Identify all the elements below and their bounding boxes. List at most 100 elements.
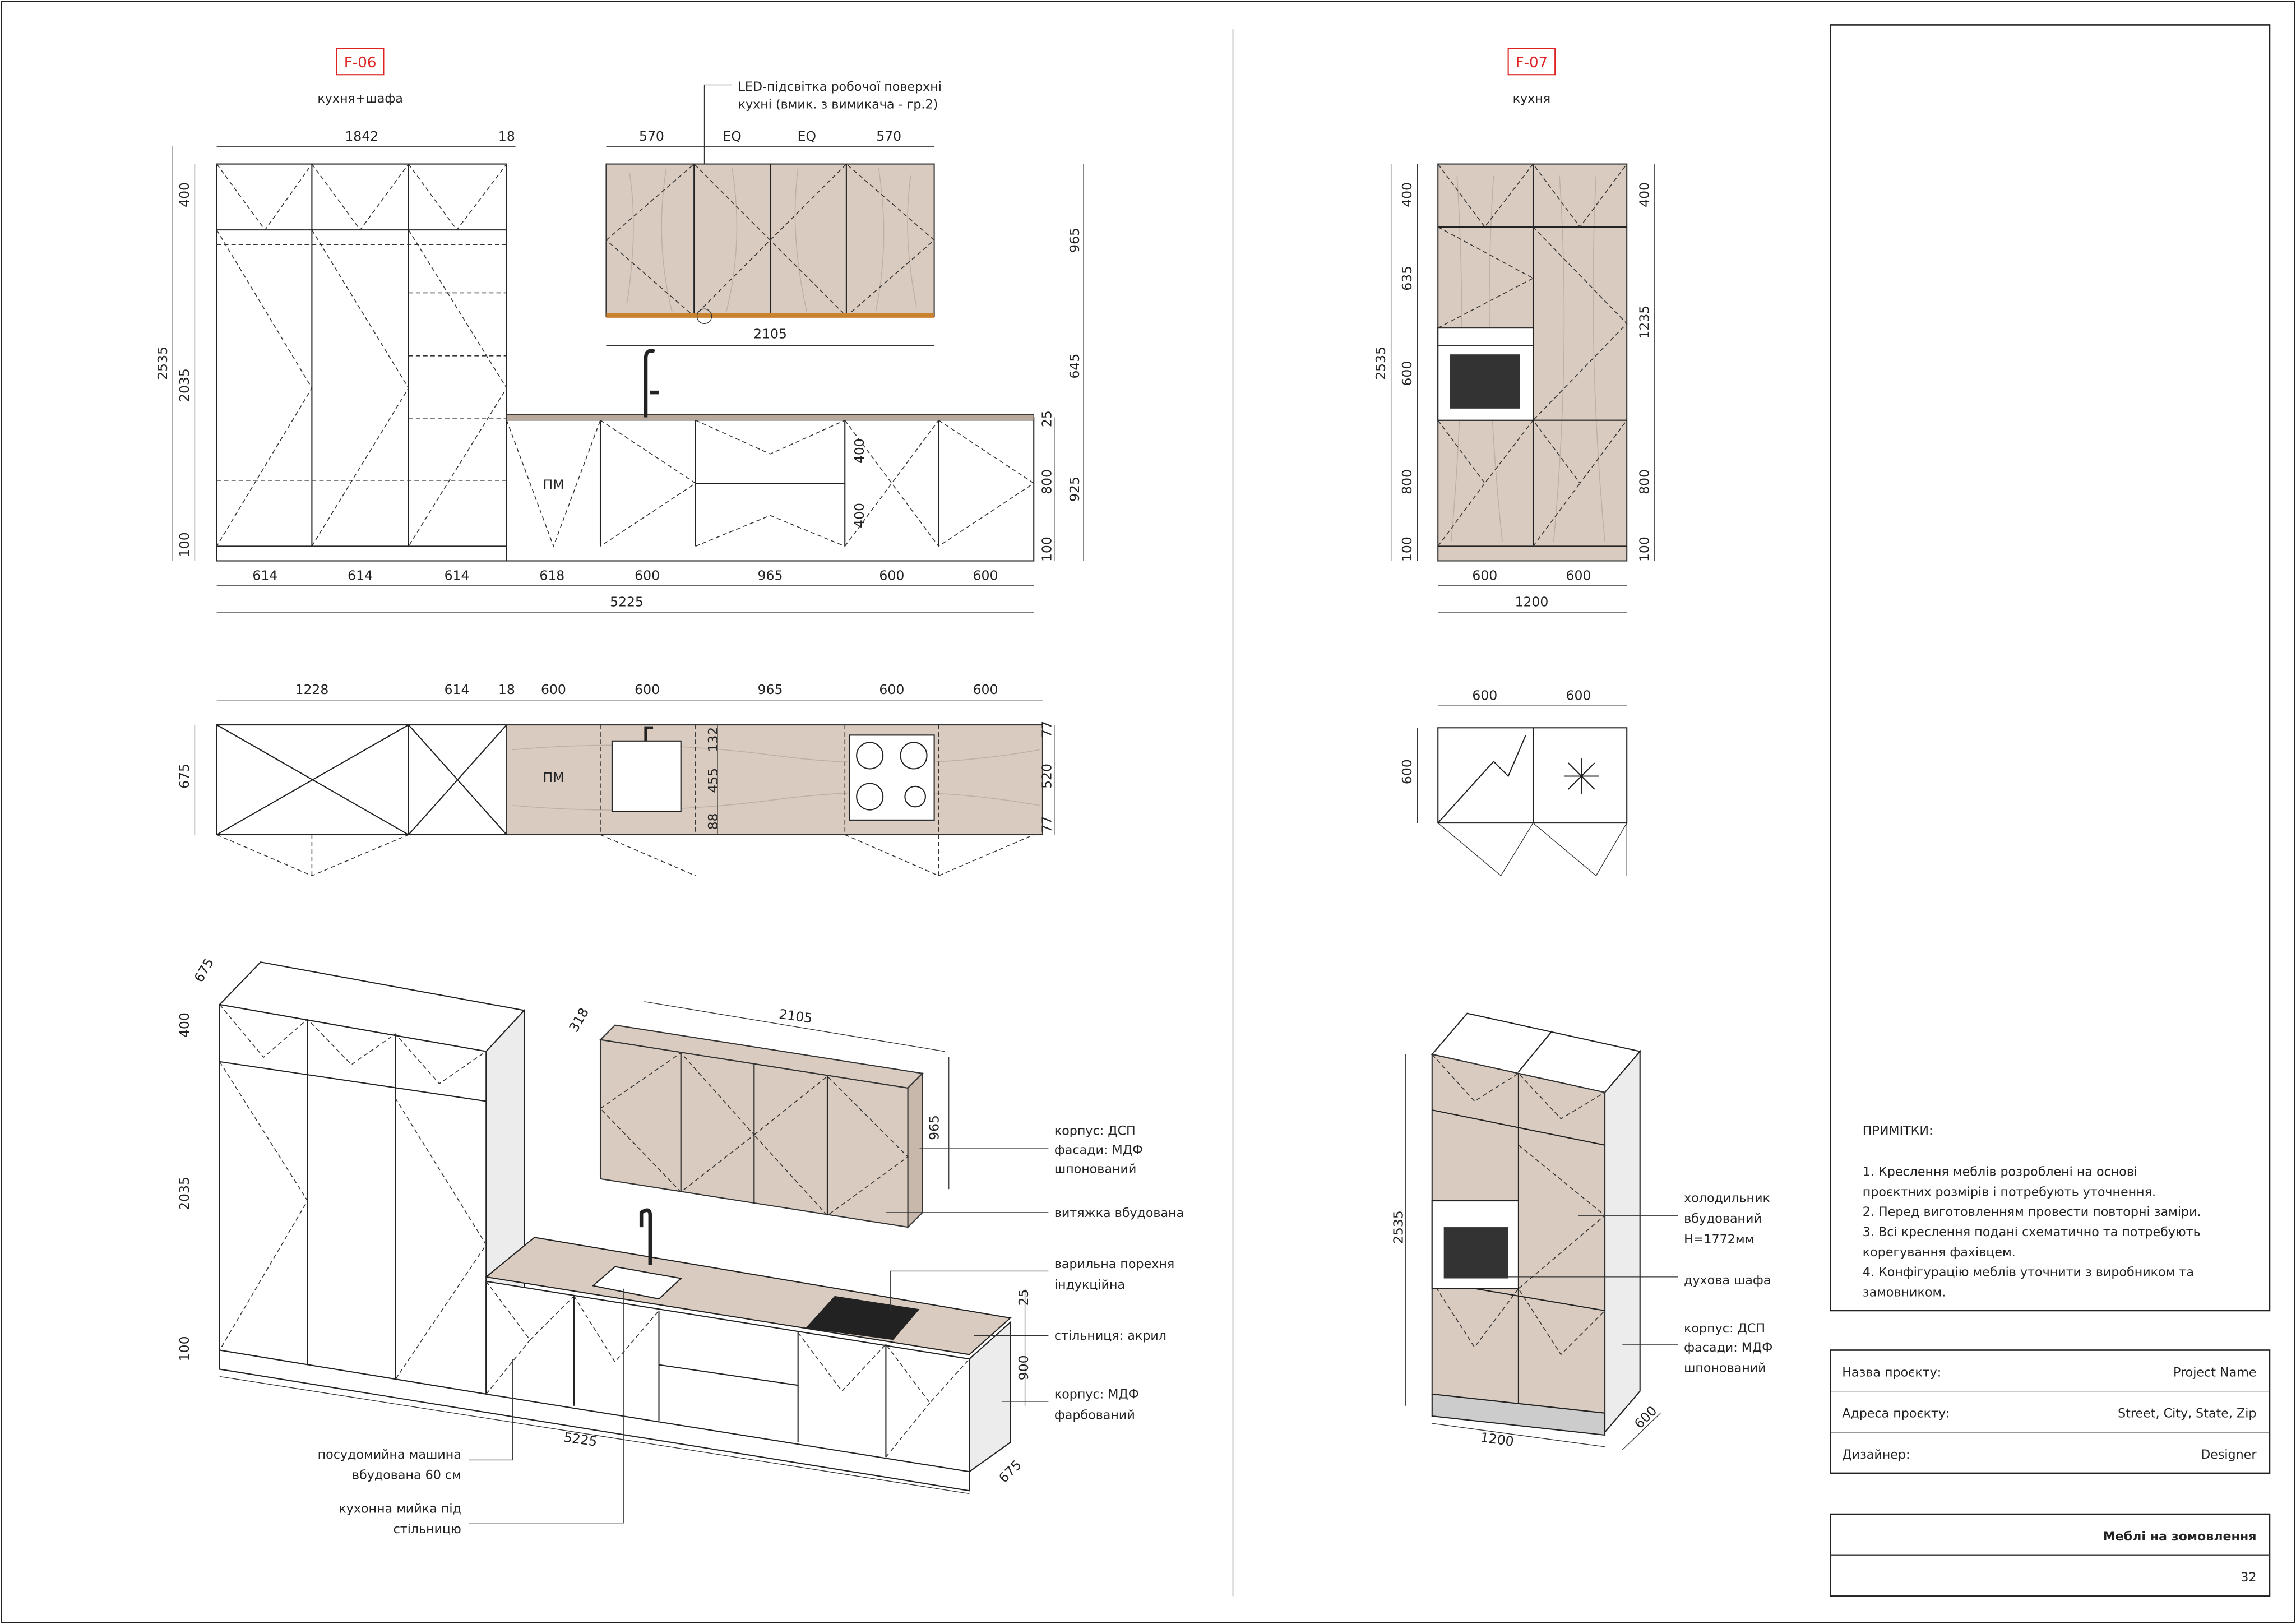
dimension-label: 800 bbox=[1039, 469, 1055, 494]
dimension-label: 2535 bbox=[1373, 346, 1388, 380]
dimension-label: 600 bbox=[635, 567, 660, 583]
callout-hob: індукційна bbox=[1054, 1278, 1125, 1292]
dimension-label: 400 bbox=[851, 438, 867, 464]
notes-title: ПРИМІТКИ: bbox=[1863, 1124, 1933, 1139]
dimension-label: 600 bbox=[541, 682, 566, 697]
callout-sink: стільницю bbox=[394, 1522, 461, 1537]
callout-fridge: вбудований bbox=[1684, 1211, 1762, 1226]
dimension-label: 88 bbox=[705, 813, 721, 830]
callout-material: шпонований bbox=[1684, 1361, 1766, 1376]
dimension-label: 900 bbox=[1016, 1355, 1031, 1380]
dimension-label: 614 bbox=[445, 682, 470, 697]
callout-countertop: стільниця: акрил bbox=[1054, 1329, 1166, 1343]
dimension-label: 2535 bbox=[1391, 1210, 1406, 1244]
dimension-label: 5225 bbox=[563, 1429, 598, 1450]
project-name-label: Назва проєкту: bbox=[1842, 1366, 1941, 1380]
dimension-label: 18 bbox=[498, 682, 515, 697]
dimension-label: 100 bbox=[177, 532, 192, 557]
f06-header: F-06 кухня+шафа LED-підсвітка робочої по… bbox=[317, 48, 942, 317]
dimension-label: EQ bbox=[798, 128, 816, 144]
dimension-label: 400 bbox=[177, 182, 192, 207]
led-strip bbox=[606, 313, 934, 318]
dimension-label: 600 bbox=[973, 682, 998, 697]
dimension-label: 800 bbox=[1636, 469, 1652, 494]
dimension-label: 77 bbox=[1039, 721, 1055, 738]
dimension-label: 1842 bbox=[345, 128, 378, 144]
dimension-label: 600 bbox=[635, 682, 660, 697]
dimension-label: 600 bbox=[1399, 361, 1415, 386]
f06-isometric bbox=[218, 961, 1026, 1495]
dimension-label: 100 bbox=[177, 1336, 192, 1361]
dimension-label: 600 bbox=[1399, 759, 1415, 784]
dimension-label: 5225 bbox=[610, 594, 644, 609]
dimension-label: 400 bbox=[1636, 182, 1652, 207]
f06-plan: ПМ bbox=[194, 700, 1055, 876]
dimension-label: 2035 bbox=[177, 368, 192, 402]
dimension-label: 618 bbox=[539, 567, 564, 583]
led-note: кухні (вмик. з вимикача - гр.2) bbox=[738, 97, 938, 112]
dimension-label: 645 bbox=[1067, 354, 1082, 379]
f07-callouts: холодильник вбудований H=1772мм духова ш… bbox=[1684, 1191, 1772, 1376]
callout-dishwasher: вбудована 60 см bbox=[352, 1468, 461, 1482]
callout-hob: варильна порехня bbox=[1054, 1257, 1174, 1271]
dimension-label: 100 bbox=[1039, 536, 1055, 562]
f06-callouts: корпус: ДСП фасади: МДФ шпонований витяж… bbox=[318, 1124, 1184, 1537]
callout-upper-material: шпонований bbox=[1054, 1162, 1136, 1176]
note-line: 3. Всі креслення подані схематично та по… bbox=[1863, 1225, 2201, 1239]
dimension-label: 965 bbox=[1067, 228, 1082, 253]
faucet-icon bbox=[644, 349, 659, 418]
dimension-label: 400 bbox=[1399, 182, 1415, 207]
dimension-label: 1200 bbox=[1479, 1429, 1515, 1450]
callout-hood: витяжка вбудована bbox=[1054, 1206, 1184, 1220]
dimension-label: 600 bbox=[1631, 1403, 1660, 1432]
note-line: проєктних розмірів і потребують уточненн… bbox=[1863, 1185, 2156, 1199]
dimension-label: 614 bbox=[348, 567, 373, 583]
callout-material: фасади: МДФ bbox=[1684, 1340, 1772, 1355]
dimension-label: 2105 bbox=[753, 326, 787, 341]
callout-sink: кухонна мийка під bbox=[339, 1501, 461, 1516]
dimension-label: 925 bbox=[1067, 476, 1082, 502]
dimension-label: 614 bbox=[252, 567, 277, 583]
led-note: LED-підсвітка робочої поверхні bbox=[738, 80, 942, 94]
note-line: 4. Конфігурацію меблів уточнити з виробн… bbox=[1863, 1265, 2194, 1280]
dimension-label: 600 bbox=[1472, 567, 1497, 583]
dimension-label: 132 bbox=[705, 727, 721, 752]
f06-tag: F-06 bbox=[344, 54, 377, 71]
dimension-label: 1235 bbox=[1636, 306, 1652, 339]
dimension-label: 2535 bbox=[155, 346, 170, 380]
dimension-label: 1228 bbox=[295, 682, 329, 697]
dimension-label: 965 bbox=[758, 567, 783, 583]
note-line: замовником. bbox=[1863, 1285, 1946, 1299]
dimension-label: 600 bbox=[1566, 688, 1591, 704]
designer-value: Designer bbox=[2201, 1447, 2257, 1462]
dimension-label: 400 bbox=[177, 1012, 192, 1038]
sheet-title: Меблі на зомовлення bbox=[2103, 1529, 2256, 1544]
title-block: Назва проєкту: Project Name Адреса проєк… bbox=[1830, 1349, 2271, 1597]
callout-fridge: холодильник bbox=[1684, 1191, 1770, 1206]
dimension-label: 570 bbox=[876, 128, 901, 144]
dimension-label: 614 bbox=[445, 567, 470, 583]
f06-elevation: ПМ bbox=[172, 146, 1084, 613]
f07-tag: F-07 bbox=[1516, 54, 1548, 71]
callout-base-material: корпус: МДФ bbox=[1054, 1387, 1139, 1402]
callout-upper-material: фасади: МДФ bbox=[1054, 1142, 1143, 1157]
project-name-value: Project Name bbox=[2173, 1366, 2256, 1380]
project-address-value: Street, City, State, Zip bbox=[2118, 1406, 2256, 1421]
dimension-label: 600 bbox=[973, 567, 998, 583]
note-line: корегування фахівцем. bbox=[1863, 1245, 2016, 1260]
f06-subtitle: кухня+шафа bbox=[317, 91, 403, 106]
callout-dishwasher: посудомийна машина bbox=[318, 1447, 461, 1462]
dimension-label: 318 bbox=[566, 1005, 592, 1035]
dimension-label: 455 bbox=[705, 768, 721, 793]
dimension-label: 600 bbox=[1566, 567, 1591, 583]
dimension-label: 2105 bbox=[778, 1006, 813, 1026]
dimension-label: EQ bbox=[723, 128, 741, 144]
callout-base-material: фарбований bbox=[1054, 1408, 1135, 1422]
designer-label: Дизайнер: bbox=[1842, 1447, 1910, 1462]
dimension-label: 77 bbox=[1039, 816, 1055, 833]
hob-iso bbox=[805, 1296, 920, 1340]
